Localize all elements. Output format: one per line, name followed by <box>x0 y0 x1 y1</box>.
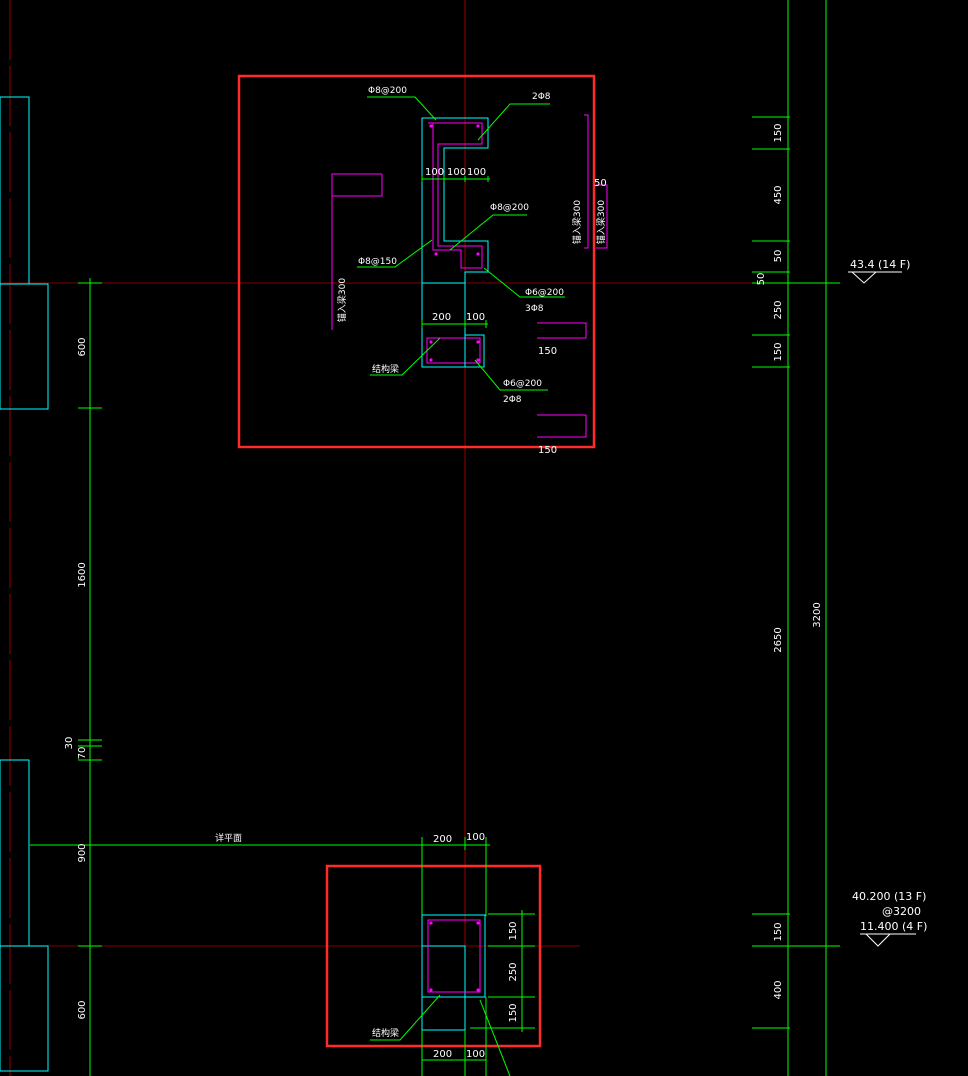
lbl-3phi8: 3Φ8 <box>525 304 544 314</box>
detail-top-section <box>331 96 608 438</box>
left-wall-sections <box>0 96 49 1072</box>
anchor-label-right-2: 锚入梁300 <box>595 200 607 244</box>
anchor-label-left: 锚入梁300 <box>336 278 348 322</box>
dim-1600: 1600 <box>77 562 88 587</box>
dim-200-bottom-top: 200 <box>433 834 452 845</box>
dim-50-a: 50 <box>773 250 784 263</box>
lbl-struct-beam-top: 结构梁 <box>372 363 399 375</box>
dim-900: 900 <box>77 843 88 862</box>
dim-100-a: 100 <box>425 167 444 178</box>
dim-200-bottom-bot: 200 <box>433 1049 452 1060</box>
dim-150-c: 150 <box>773 922 784 941</box>
dim-250: 250 <box>773 300 784 319</box>
dim-100-c: 100 <box>467 167 486 178</box>
dim-2650: 2650 <box>773 627 784 652</box>
right-dimension-chains <box>752 0 840 1076</box>
lbl-struct-beam-bottom: 结构梁 <box>372 1027 399 1039</box>
dim-600-bottom: 600 <box>77 1000 88 1019</box>
dim-200-top-detail: 200 <box>432 312 451 323</box>
lbl-phi8-200-mid: Φ8@200 <box>490 203 529 213</box>
dim-400: 400 <box>773 980 784 999</box>
dim-3200: 3200 <box>812 602 823 627</box>
lbl-phi6-200-b: Φ6@200 <box>503 379 542 389</box>
lbl-2phi8-top: 2Φ8 <box>532 92 551 102</box>
dim-450: 450 <box>773 185 784 204</box>
dim-600-top: 600 <box>77 337 88 356</box>
level-bottom-label-2: @3200 <box>882 905 921 918</box>
dim-70: 70 <box>77 747 88 760</box>
dim-150-top-detail-b: 150 <box>538 445 557 456</box>
dim-30: 30 <box>64 737 75 750</box>
dim-150-bottom-b: 150 <box>508 1003 519 1022</box>
detail-bottom-section <box>370 837 535 1076</box>
dim-150-a: 150 <box>773 123 784 142</box>
dim-100-bottom-bot: 100 <box>466 1049 485 1060</box>
dim-50-top-detail: 50 <box>594 178 607 189</box>
dim-50-b: 50 <box>756 273 767 286</box>
dim-100-d: 100 <box>466 312 485 323</box>
axis-lines <box>0 0 760 1076</box>
lbl-2phi8-b: 2Φ8 <box>503 395 522 405</box>
dim-150-bottom-a: 150 <box>508 921 519 940</box>
level-bottom-label-1: 40.200 (13 F) <box>852 890 926 903</box>
level-marker-bottom <box>860 933 916 947</box>
anchor-label-right-1: 锚入梁300 <box>571 200 583 244</box>
lbl-phi8-200-top: Φ8@200 <box>368 86 407 96</box>
left-dimension-chain <box>30 278 490 1076</box>
lbl-plan: 详平面 <box>215 832 242 844</box>
detail-top-highlight-box[interactable] <box>237 74 596 449</box>
dim-250-bottom: 250 <box>508 962 519 981</box>
lbl-phi8-150: Φ8@150 <box>358 257 397 267</box>
level-bottom-label-3: 11.400 (4 F) <box>860 920 927 933</box>
dim-100-b: 100 <box>447 167 466 178</box>
dim-150-top-detail-a: 150 <box>538 346 557 357</box>
dim-150-b: 150 <box>773 342 784 361</box>
lbl-phi6-200: Φ6@200 <box>525 288 564 298</box>
level-top-label: 43.4 (14 F) <box>850 258 910 271</box>
detail-bottom-highlight-box[interactable] <box>325 864 542 1048</box>
dim-100-bottom-top: 100 <box>466 832 485 843</box>
level-marker-top <box>848 271 902 284</box>
